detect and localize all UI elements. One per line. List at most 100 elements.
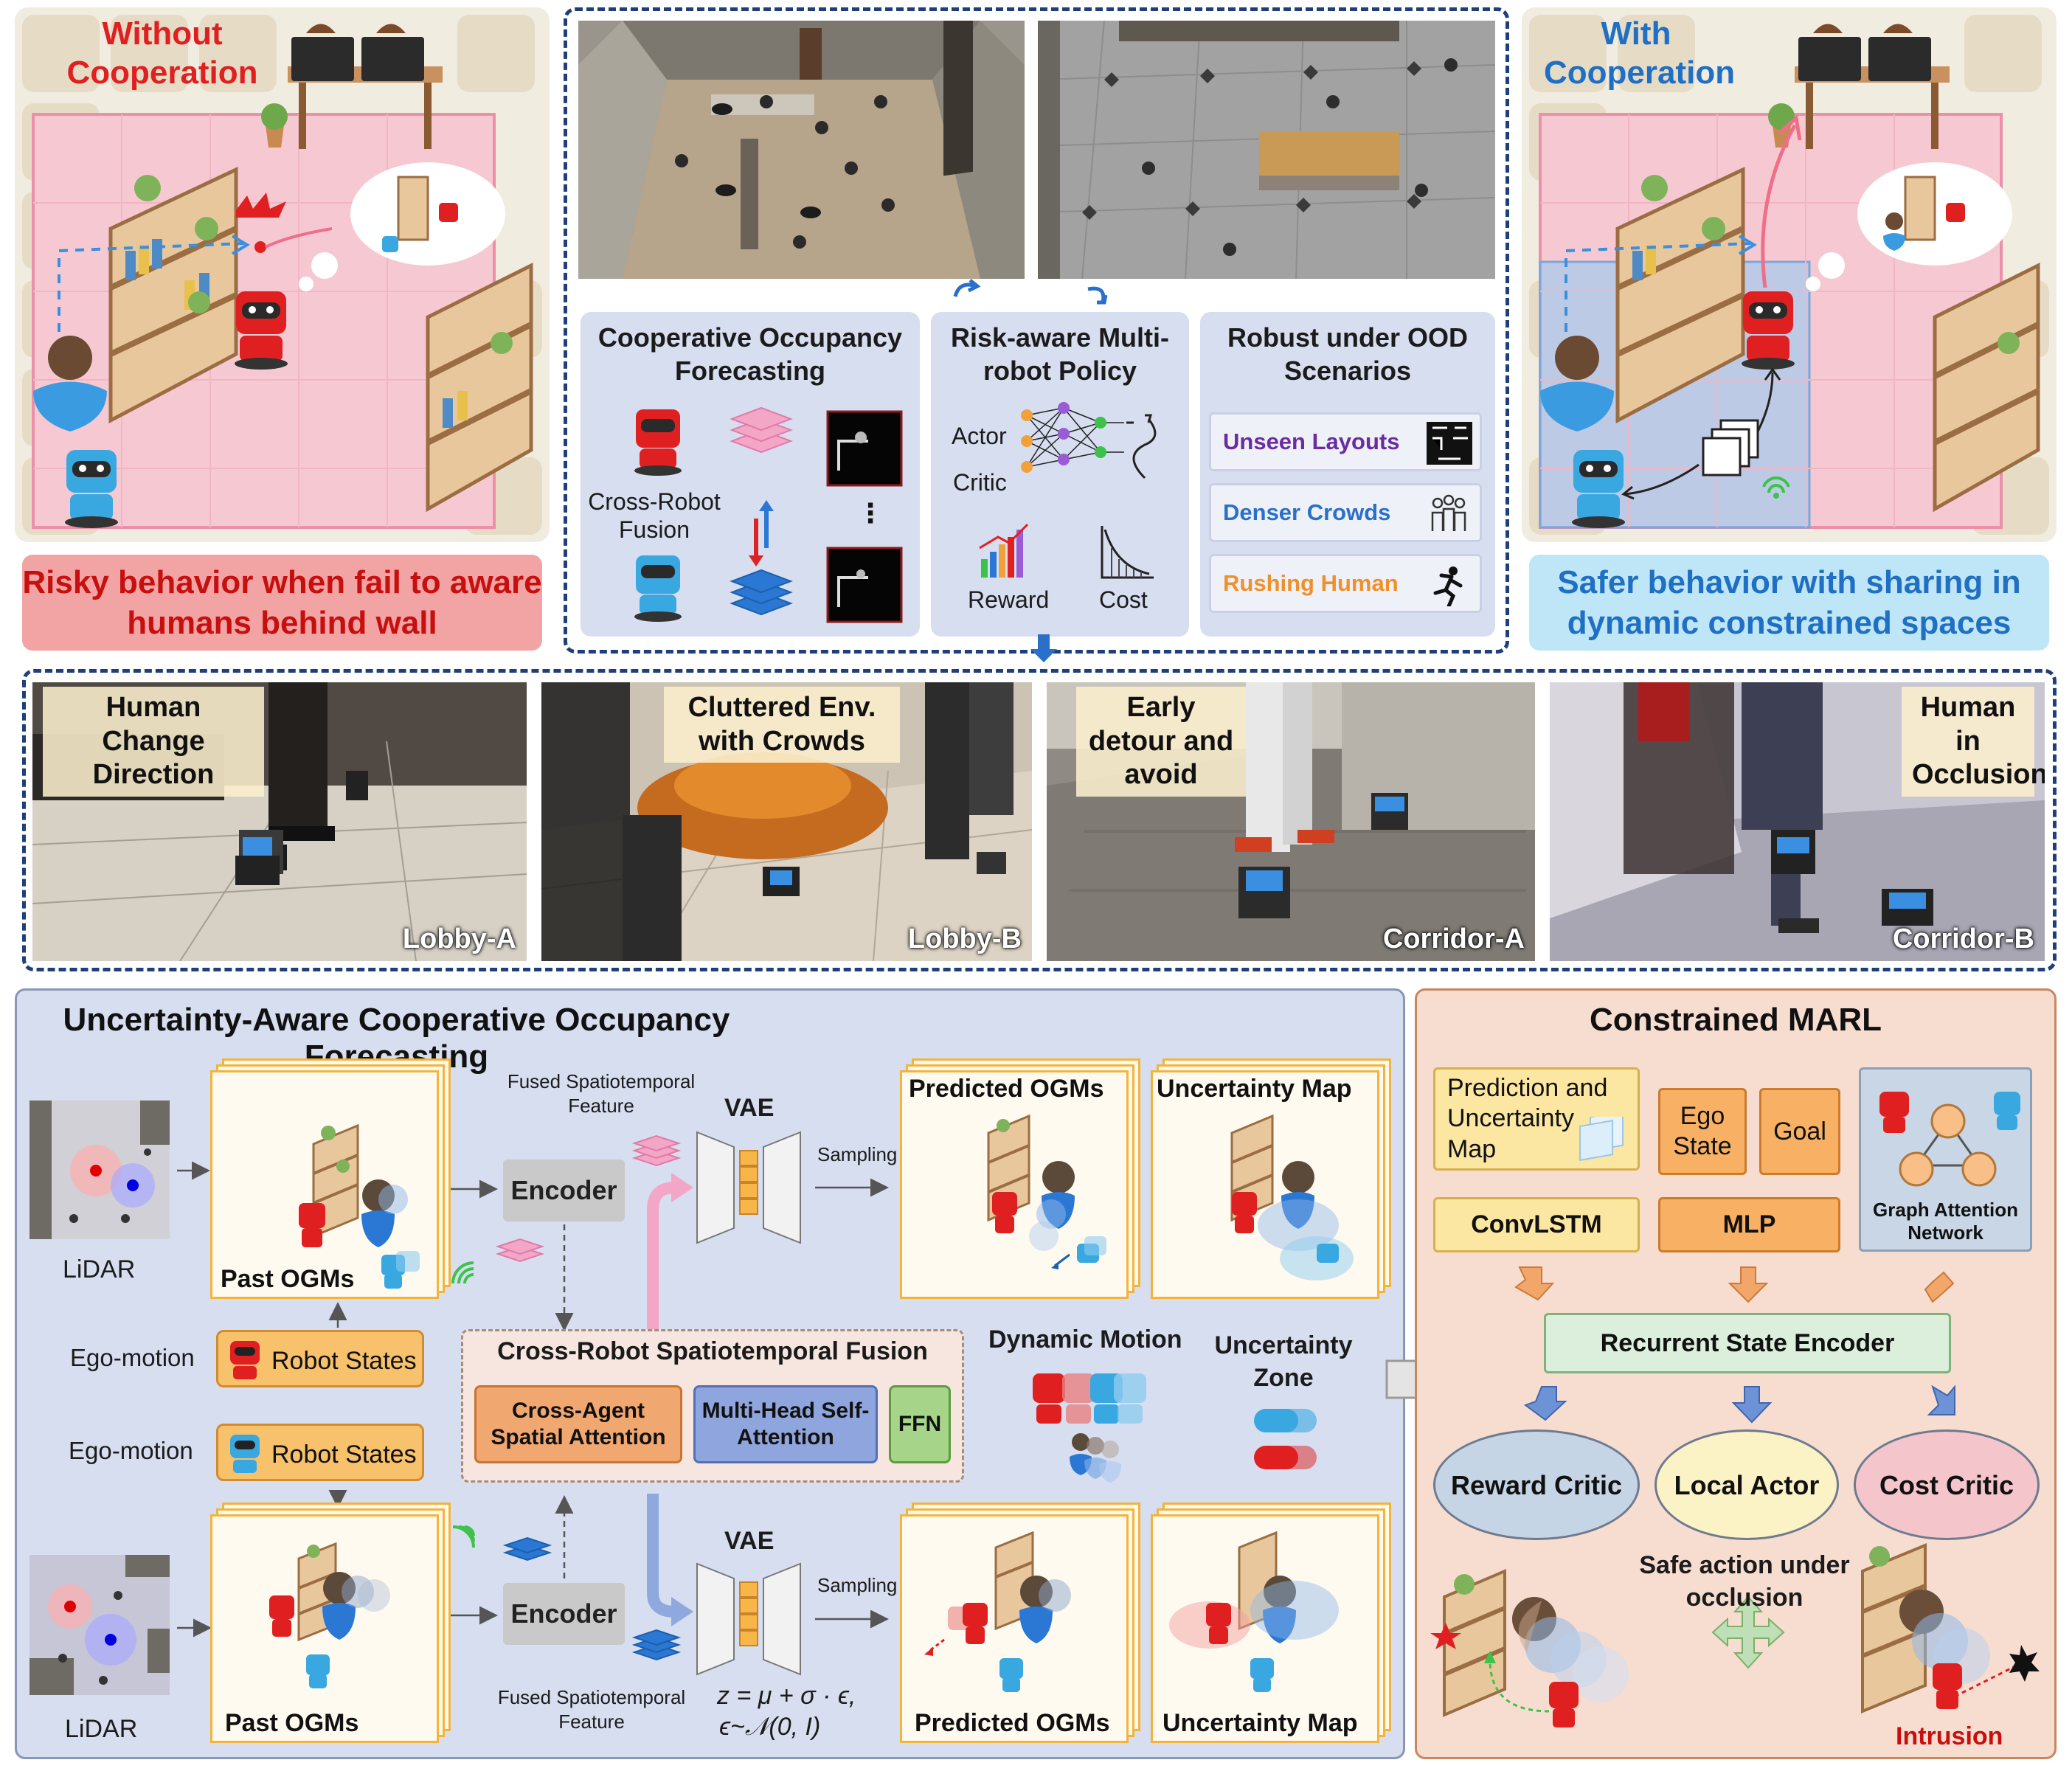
graph-attention-box: Graph Attention Network — [1859, 1067, 2032, 1252]
fused-feature-label-top: Fused Spatiotemporal Feature — [507, 1070, 696, 1117]
photo-tag: Human in Occlusion — [1902, 687, 2045, 797]
ffn-box: FFN — [889, 1385, 951, 1463]
cost-label: Cost — [1099, 586, 1148, 613]
recurrent-state-encoder-box: Recurrent State Encoder — [1544, 1313, 1951, 1373]
ood-box-title: Robust under OOD Scenarios — [1227, 322, 1468, 386]
photo-name: Corridor-B — [1892, 923, 2034, 954]
vae-label-top: VAE — [724, 1094, 775, 1122]
past-ogms-stack-bottom: Past OGMs — [210, 1503, 454, 1746]
safer-behavior-banner: Safer behavior with sharing in dynamic c… — [1529, 555, 2049, 651]
ego-motion-label-bottom: Ego-motion — [69, 1437, 193, 1464]
uncertainty-zone-label: Uncertainty Zone — [1214, 1331, 1353, 1393]
robot-states-label: Robot States — [271, 1347, 417, 1375]
fusion-title: Cross-Robot Spatiotemporal Fusion — [497, 1337, 928, 1365]
cost-critic-node: Cost Critic — [1854, 1429, 2040, 1540]
vae-label-bottom: VAE — [724, 1527, 775, 1555]
photo-tag: Human Change Direction — [43, 687, 264, 797]
without-cooperation-title: Without Cooperation — [66, 15, 258, 91]
safe-action-label: Safe action under occlusion — [1639, 1551, 1850, 1612]
down-arrow-icon — [1030, 634, 1057, 662]
refresh-arrows-icon — [953, 279, 1108, 305]
ood-item-unseen-layouts: Unseen Layouts — [1209, 412, 1482, 471]
real-world-frame — [22, 669, 2057, 971]
photo-name: Lobby-B — [907, 923, 1022, 954]
predicted-ogms-label: Predicted OGMs — [909, 1075, 1104, 1103]
cross-agent-attention-box: Cross-Agent Spatial Attention — [474, 1385, 682, 1463]
photo-tag: Early detour and avoid — [1076, 687, 1246, 797]
cross-robot-fusion-label: Cross-Robot Fusion — [588, 488, 721, 544]
robot-states-label: Robot States — [271, 1441, 417, 1469]
convlstm-box: ConvLSTM — [1433, 1197, 1640, 1252]
marl-title: Constrained MARL — [1590, 1002, 1882, 1038]
multi-head-attention-box: Multi-Head Self-Attention — [693, 1385, 878, 1463]
photo-tag: Cluttered Env. with Crowds — [664, 687, 900, 763]
actor-label: Actor — [952, 423, 1007, 449]
encoder-box-top: Encoder — [503, 1160, 625, 1221]
lidar-label-top: LiDAR — [63, 1255, 136, 1283]
cooperative-occupancy-forecasting-box: Cooperative Occupancy Forecasting ⋮ Cros… — [581, 312, 920, 637]
local-actor-node: Local Actor — [1655, 1429, 1839, 1540]
graph-icon — [1879, 1092, 2020, 1187]
dynamic-motion-label: Dynamic Motion — [988, 1325, 1182, 1354]
uncertainty-map-stack-bottom: Uncertainty Map — [1151, 1503, 1394, 1746]
mlp-box: MLP — [1658, 1197, 1840, 1252]
critic-label: Critic — [953, 469, 1007, 496]
ego-state-box: Ego State — [1658, 1088, 1747, 1175]
floor-tiles — [22, 15, 542, 535]
prediction-map-label: Prediction and Uncertainty Map — [1447, 1073, 1608, 1163]
red-robot-icon — [230, 1341, 260, 1379]
sampling-formula-2: ϵ~𝒩(0, I) — [719, 1713, 821, 1741]
robot-states-box-top: Robot States — [216, 1330, 424, 1387]
uncertainty-map-stack-top: Uncertainty Map — [1151, 1058, 1394, 1302]
real-photo-corridor-b: Human in Occlusion Corridor-B — [1550, 682, 2045, 961]
uncertainty-map-label: Uncertainty Map — [1157, 1075, 1352, 1103]
map-frames-icon — [1579, 1117, 1624, 1161]
lidar-image-top — [30, 1101, 170, 1239]
lidar-image-bottom — [30, 1555, 170, 1695]
ego-motion-label-top: Ego-motion — [70, 1344, 195, 1371]
ood-item-label: Denser Crowds — [1223, 499, 1391, 525]
simulation-image-right — [1038, 21, 1495, 279]
simulation-image-left — [578, 21, 1025, 279]
risky-behavior-banner: Risky behavior when fail to aware humans… — [22, 555, 542, 651]
goal-box: Goal — [1759, 1088, 1840, 1175]
neural-network-icon — [979, 402, 1157, 579]
scene-with-cooperation: With Cooperation — [1522, 7, 2057, 542]
fused-feature-label-bottom: Fused Spatiotemporal Feature — [497, 1686, 686, 1733]
past-ogms-label: Past OGMs — [225, 1709, 359, 1737]
robust-ood-box: Robust under OOD Scenarios Unseen Layout… — [1200, 312, 1495, 637]
with-cooperation-title: With Cooperation — [1544, 15, 1736, 91]
reward-critic-node: Reward Critic — [1433, 1429, 1640, 1540]
lidar-label-bottom: LiDAR — [65, 1715, 138, 1743]
ood-item-denser-crowds: Denser Crowds — [1209, 483, 1482, 542]
ood-item-label: Unseen Layouts — [1223, 429, 1400, 454]
encoder-box-bottom: Encoder — [503, 1583, 625, 1645]
policy-box-title: Risk-aware Multi-robot Policy — [950, 322, 1170, 386]
forecast-ellipsis: ⋮ — [857, 498, 884, 528]
forecast-icons — [634, 406, 903, 623]
blue-robot-icon — [230, 1435, 260, 1473]
photo-name: Lobby-A — [402, 923, 516, 954]
risk-aware-policy-box: Risk-aware Multi-robot Policy Actor Crit… — [931, 312, 1189, 637]
uncertainty-map-label: Uncertainty Map — [1163, 1709, 1358, 1737]
real-photo-corridor-a: Early detour and avoid Corridor-A — [1047, 682, 1535, 961]
sampling-formula-1: z = μ + σ · ϵ, — [717, 1682, 856, 1710]
past-ogms-stack-top: Past OGMs — [210, 1058, 454, 1302]
robot-states-box-bottom: Robot States — [216, 1424, 424, 1481]
maze-icon — [1427, 422, 1472, 465]
past-ogms-label: Past OGMs — [221, 1265, 355, 1293]
graph-attention-label: Graph Attention Network — [1873, 1199, 2018, 1244]
photo-name: Corridor-A — [1382, 923, 1525, 954]
predicted-ogms-label: Predicted OGMs — [915, 1709, 1110, 1737]
reward-label: Reward — [968, 586, 1050, 613]
forecast-box-title: Cooperative Occupancy Forecasting — [597, 322, 903, 386]
prediction-uncertainty-map-box: Prediction and Uncertainty Map — [1433, 1067, 1640, 1171]
predicted-ogms-stack-top: Predicted OGMs — [900, 1058, 1143, 1302]
ood-item-rushing-human: Rushing Human — [1209, 554, 1482, 613]
real-photo-lobby-b: Cluttered Env. with Crowds Lobby-B — [541, 682, 1032, 961]
floor-tiles-right — [1529, 15, 2049, 535]
running-human-icon — [1433, 566, 1463, 606]
ood-item-label: Rushing Human — [1223, 570, 1399, 596]
predicted-ogms-stack-bottom: Predicted OGMs — [900, 1503, 1143, 1746]
